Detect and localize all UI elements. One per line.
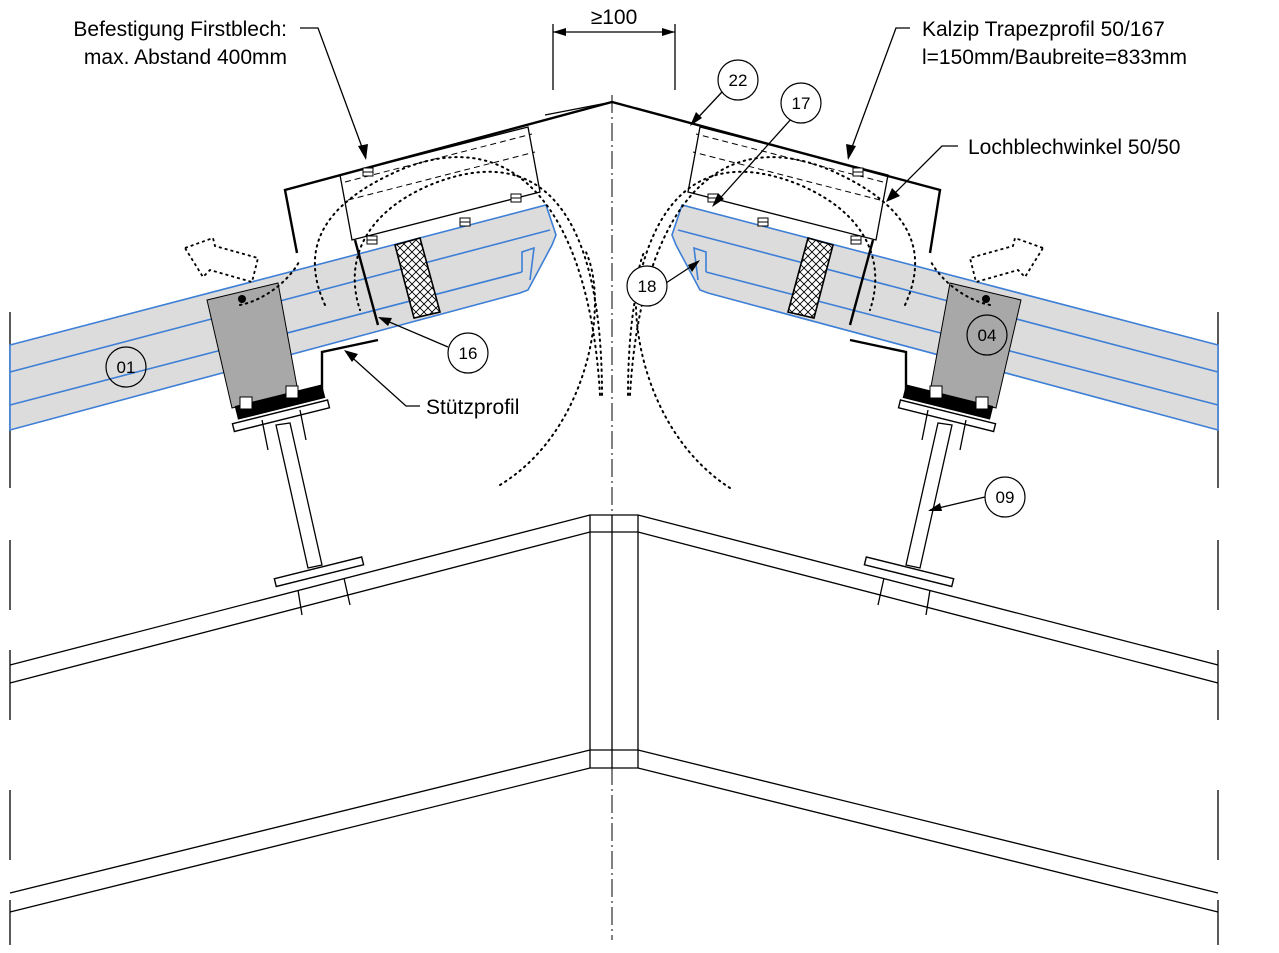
svg-text:17: 17	[792, 94, 811, 113]
dimension-label: ≥100	[591, 6, 638, 29]
right-stiffener	[848, 239, 875, 326]
svg-text:22: 22	[729, 71, 748, 90]
label-befestigung-line1: Befestigung Firstblech:	[73, 18, 287, 41]
dimension-ridge-gap: ≥100	[552, 6, 676, 90]
label-kalzip-line2: l=150mm/Baubreite=833mm	[922, 46, 1187, 69]
svg-text:04: 04	[978, 326, 997, 345]
tag-01: 01	[105, 346, 147, 388]
left-trapezoid-profile	[339, 126, 541, 241]
label-befestigung-line2: max. Abstand 400mm	[84, 46, 287, 69]
label-stuetzprofil: Stützprofil	[426, 396, 519, 419]
svg-text:16: 16	[459, 344, 478, 363]
right-purlin	[863, 409, 967, 616]
right-trapezoid-profile	[687, 126, 889, 241]
left-stiffener	[353, 239, 380, 326]
label-kalzip-line1: Kalzip Trapezprofil 50/167	[922, 18, 1165, 41]
svg-text:18: 18	[638, 277, 657, 296]
tag-18: 18	[626, 265, 668, 307]
leader-lines	[300, 27, 986, 511]
tag-22: 22	[717, 59, 759, 101]
tag-16: 16	[447, 332, 489, 374]
tag-04: 04	[966, 314, 1008, 356]
left-foam-filler	[394, 237, 441, 319]
right-foam-filler	[787, 237, 834, 319]
tag-09: 09	[984, 476, 1026, 518]
right-airflow-arrow-icon	[968, 236, 1045, 284]
left-support-profile	[320, 338, 379, 390]
right-bracket	[897, 282, 1022, 433]
tag-17: 17	[780, 82, 822, 124]
svg-text:09: 09	[996, 488, 1015, 507]
screw-icons	[239, 167, 989, 410]
rafter-structure	[9, 312, 1219, 945]
svg-text:01: 01	[117, 358, 136, 377]
left-purlin	[261, 409, 365, 616]
right-support-profile	[849, 338, 908, 390]
label-lochblechwinkel: Lochblechwinkel 50/50	[968, 136, 1180, 159]
ridge-cap	[283, 100, 942, 254]
left-airflow-arrow-icon	[183, 236, 260, 284]
